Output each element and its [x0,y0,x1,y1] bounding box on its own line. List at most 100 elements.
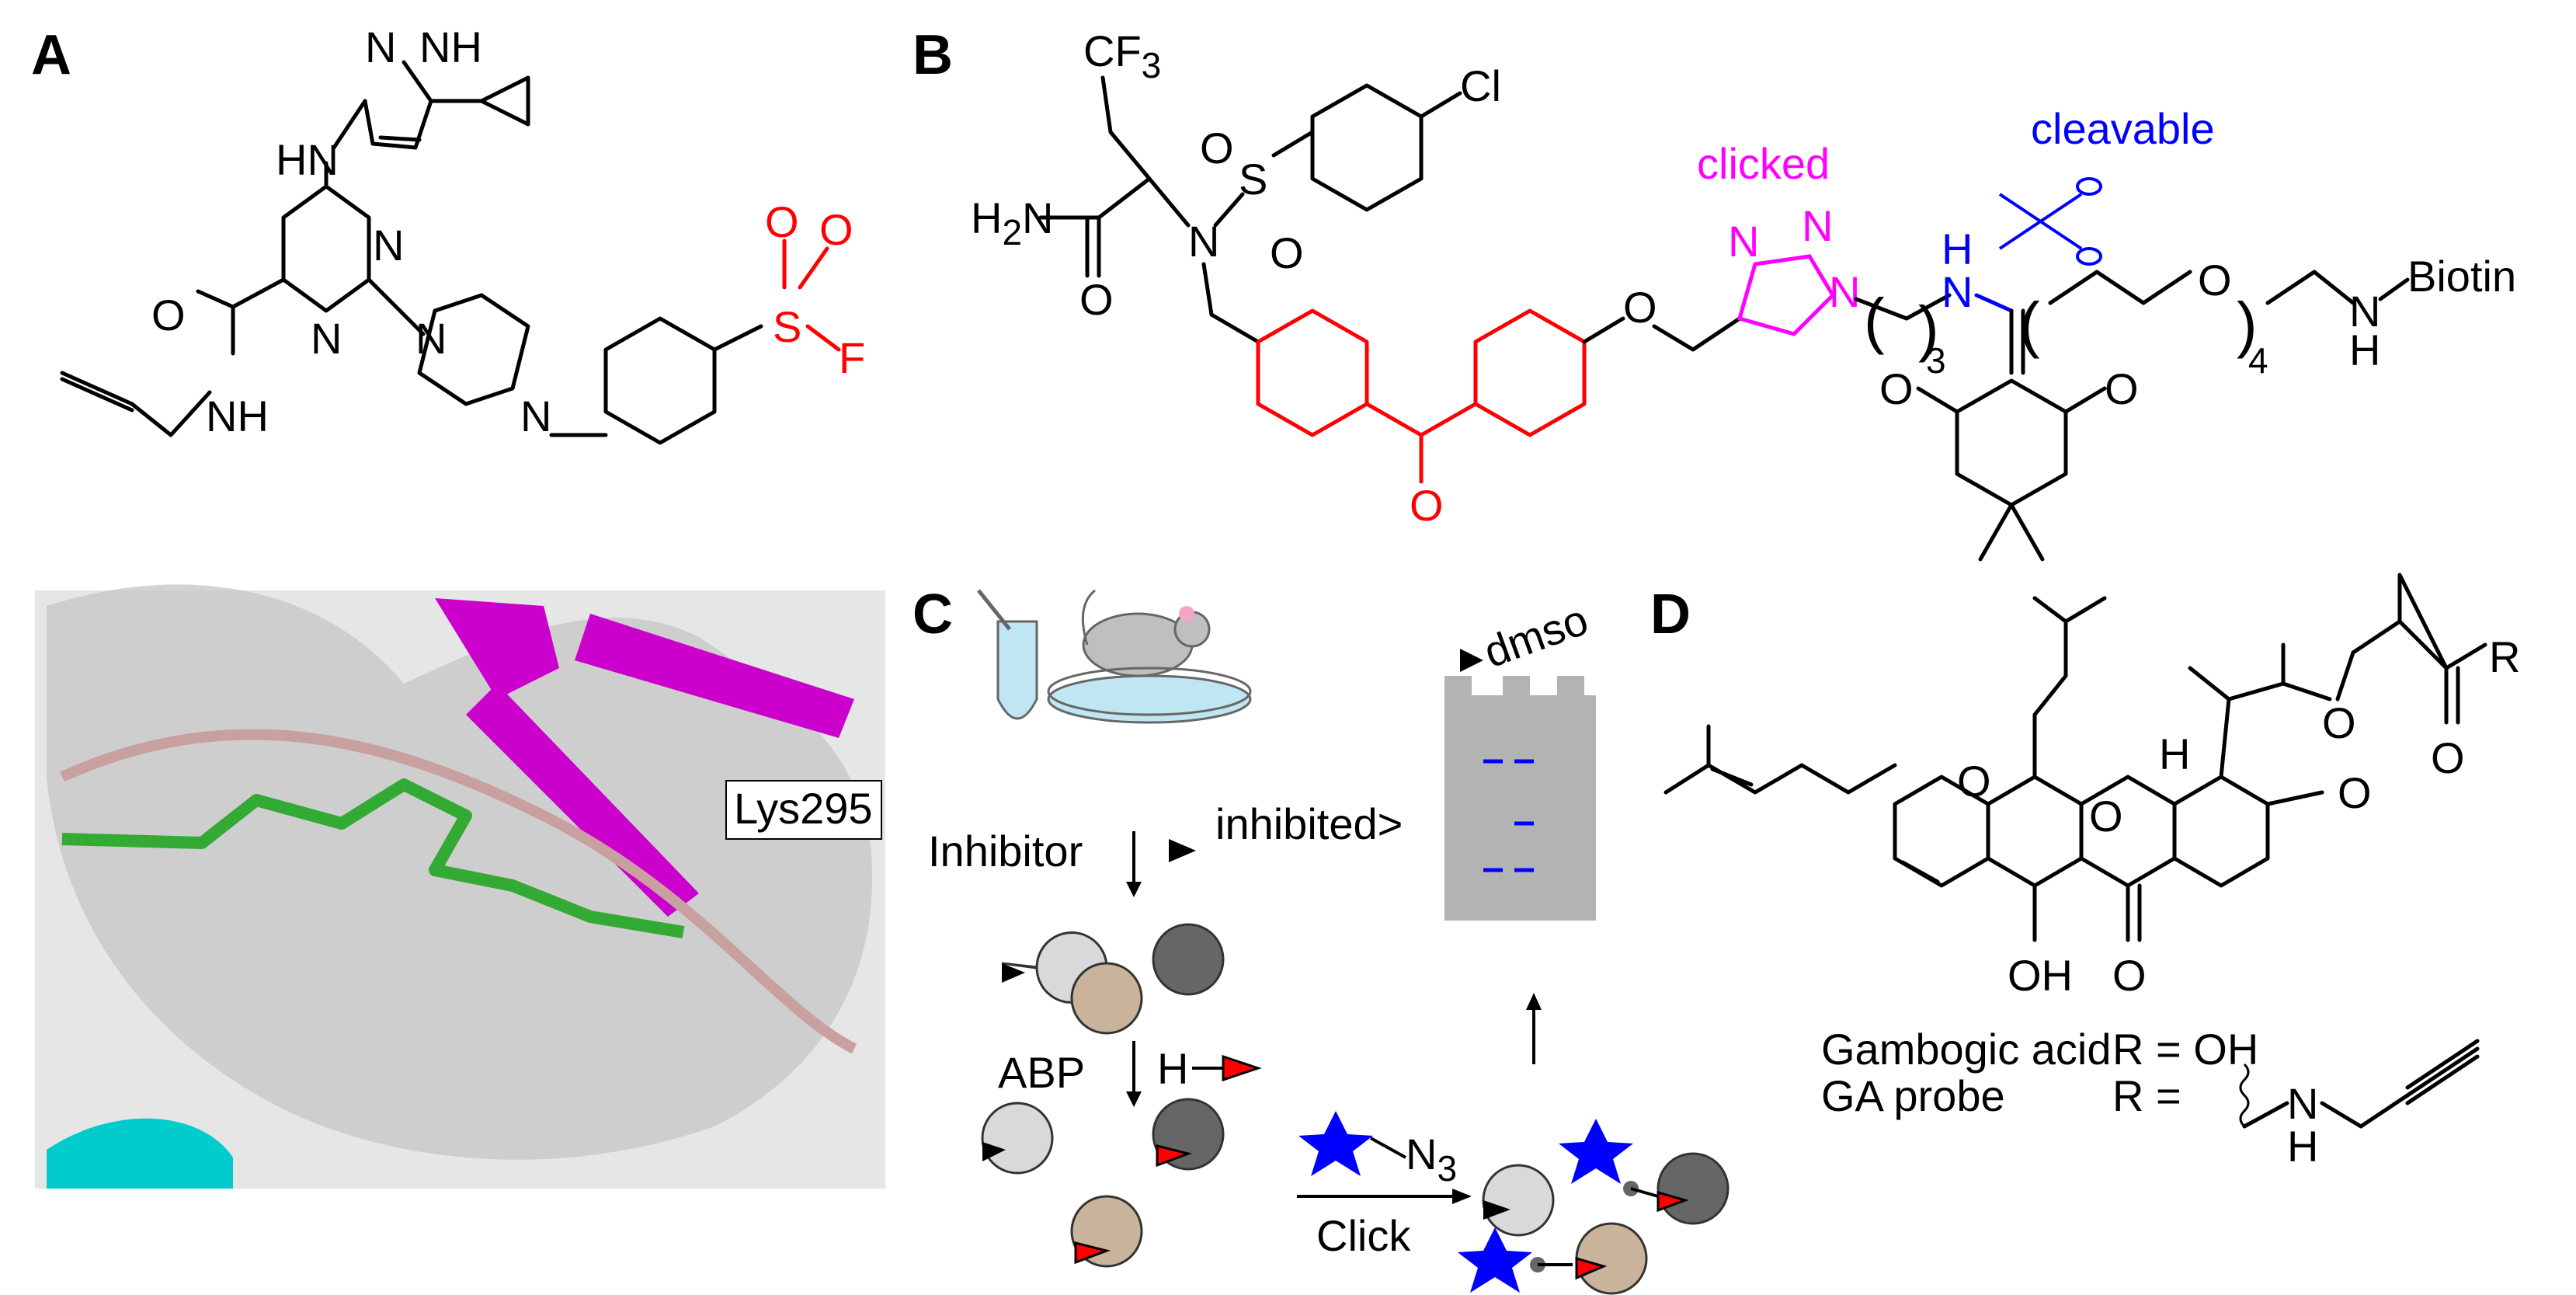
legend-r-2: R = [2112,1071,2181,1120]
b-ring-o-bond [1582,316,1625,344]
atom-b-s: S [1239,155,1267,204]
inhibitor-arrowhead [1126,882,1142,897]
atom-b-n-h: N [1942,267,1973,316]
probe-alkyne-1 [2405,1046,2480,1098]
b-propyl-bond-2 [1904,293,1952,321]
b-alpha-n [1147,176,1191,228]
b-triazole-ring [1736,254,1836,336]
protein-set-2 [981,1098,1225,1268]
abp-label: ABP [998,1048,1085,1097]
d-prenyl-2-chain [2032,596,2068,717]
b-gem-dimethyl-2 [2009,503,2045,562]
atom-b-o-ether: O [1623,283,1657,332]
d-cage-bridge [2219,681,2332,779]
click-arrowhead [1452,1189,1472,1204]
pyrimidine-ring [281,161,371,313]
panel-d: D O OH O O H O O [1650,573,2520,1171]
protein-set-1 [1001,923,1225,1035]
tube-icon [977,589,1038,720]
atom-a-n-piperazine-2: N [520,392,551,440]
pyrimidine-bonds [281,184,371,313]
petri-dish-icon [1047,667,1252,724]
panel-d-letter: D [1650,583,1691,646]
carbonyl-bond [196,289,235,309]
dmso-arrowhead [1460,649,1483,672]
subscript-4: 4 [2248,340,2268,381]
atom-b-o-dione-2: O [2105,364,2139,413]
propargyl-chain [130,390,212,437]
h-probe-label: H [1157,1044,1188,1093]
atom-b-o-amide: O [1079,275,1114,324]
atom-b-h-above: H [1942,225,1973,273]
b-alpha-amide [1097,176,1152,220]
b-n-s-bond [1213,192,1245,228]
probe-alkyne-3 [2405,1039,2480,1090]
atom-a-o2: O [819,205,853,254]
legend-name-2: GA probe [1821,1071,2005,1120]
panel-c-letter: C [913,583,953,646]
b-dione-co-1 [1916,386,1959,414]
atom-b-cl: Cl [1460,61,1501,110]
probe-alkyne-2 [2405,1054,2480,1105]
b-ch2-ring [1209,312,1260,344]
atom-b-o-dione-1: O [1879,364,1914,413]
d-chromene-double [1900,860,1940,884]
sulfonyl-fluoride: O O S F [765,197,865,382]
atom-b-h2n: H2N [971,193,1054,252]
b-chlorophenyl-ring [1310,83,1424,212]
gel-image [1444,676,1596,921]
d-acid-c [2397,619,2449,670]
atom-a-o-amide: O [151,291,186,339]
piperazine-ring [367,277,608,437]
probe-atom-h: H [2287,1122,2318,1171]
atom-b-n-triazole-1: N [1728,217,1759,266]
atom-b-o-ketone: O [1410,481,1444,530]
legend-name-1: Gambogic acid [1821,1025,2112,1074]
atom-a-n-pyrazole: N [365,23,396,71]
probe-warhead [1222,1054,1262,1082]
residue-label-box [725,780,882,840]
b-benzophenone-ring-1 [1256,308,1369,437]
s-f-bond [805,324,841,352]
panel-c: C Inhibitor inhibited> [913,583,1730,1295]
probe-bond-1 [2242,1101,2289,1129]
pyrazole-ring [332,60,530,150]
sulfonyl-benzene [603,316,763,445]
protein-structure: Lys295 [35,584,885,1189]
atom-d-o-bridge: O [2322,698,2356,747]
d-prenyl-double [1710,767,1754,787]
clicked-label: clicked [1697,139,1830,188]
azide-label: N3 [1406,1130,1457,1189]
benzene-a-bonds [603,316,717,445]
paren-open-3: ( [1864,286,1885,355]
atom-a-n-pyrimidine-1: N [373,221,404,270]
piperazine-bonds [417,293,530,406]
b-o-ch2-triazole [1652,316,1742,352]
atom-d-r: R [2489,632,2520,681]
atom-b-o-s2: O [1270,228,1304,277]
pyrimidine-piperazine-link [367,277,426,336]
paren-close-3: ) [1918,294,1939,363]
atom-a-nh-amide: NH [206,392,269,440]
probe-chain [2320,1093,2410,1129]
b-peg-to-nh [2265,270,2355,305]
atom-a-s: S [773,302,801,351]
atom-b-nh-biotin-n: N [2349,287,2380,336]
ligand-sticks [61,778,685,938]
atom-b-nh-biotin-h: H [2349,325,2380,374]
panel-b: B CF3 H2N O N S O O Cl O O N [913,24,2516,562]
b-s-phenyl-bond [1271,130,1315,158]
amide-bond [231,277,286,309]
b-peg-chain [2048,270,2192,305]
b-gem-dimethyl-1 [1978,503,2014,562]
s-o-bond-2 [798,246,829,290]
residue-label: Lys295 [734,784,873,833]
d-prenyl-2-branch [2063,596,2107,624]
atom-a-hn-link: HN [276,135,339,184]
loop-ribbon [60,729,857,1054]
paren-close-4: ) [2237,290,2258,359]
alpha-helix [47,1118,233,1189]
atom-d-o-ketone-bottom: O [2112,951,2147,1000]
atom-d-oh: OH [2008,951,2073,1000]
